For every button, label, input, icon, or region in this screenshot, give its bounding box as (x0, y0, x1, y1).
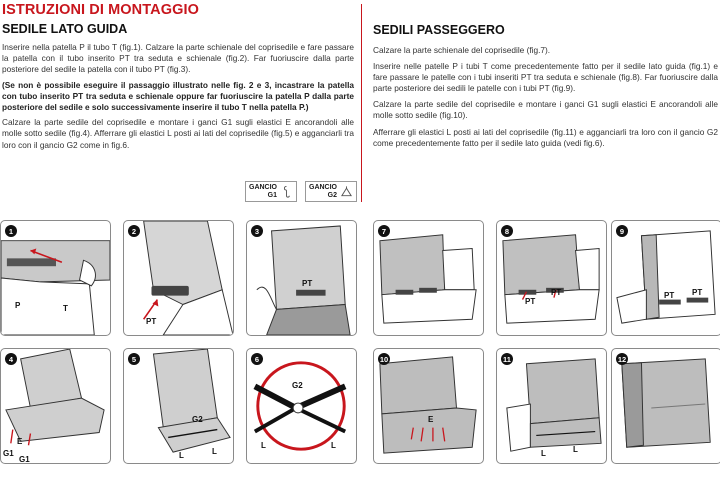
fig1-illustration (1, 240, 110, 335)
figure-2: 2 PT (123, 220, 234, 336)
figure-number: 5 (128, 353, 140, 365)
fig4-illustration (5, 349, 105, 446)
figure-number: 9 (616, 225, 628, 237)
hook-label: GANCIO (309, 183, 337, 191)
label-l: L (179, 451, 184, 460)
fig9-illustration (616, 230, 716, 324)
passenger-paragraph-1: Calzare la parte schienale del coprisedi… (373, 45, 551, 55)
label-e: E (17, 437, 23, 446)
label-g1: G1 (19, 455, 30, 464)
figure-8: 8 PT PT (496, 220, 607, 336)
label-e: E (428, 415, 434, 424)
figure-number: 10 (378, 353, 390, 365)
fig12-illustration (621, 358, 711, 448)
label-l: L (331, 441, 336, 450)
figure-number: 6 (251, 353, 263, 365)
label-g2: G2 (192, 415, 203, 424)
label-l: L (573, 445, 578, 454)
figure-4: 4 E G1 G1 (0, 348, 111, 464)
figure-6: 6 G2 L L (246, 348, 357, 464)
figure-5: 5 G2 L L (123, 348, 234, 464)
figure-12: 12 (611, 348, 720, 464)
figure-9: 9 PT PT (611, 220, 720, 336)
section-heading-driver: SEDILE LATO GUIDA (2, 22, 128, 36)
figure-10: 10 E (373, 348, 484, 464)
figure-3: 3 PT (246, 220, 357, 336)
hook-g2-icon (341, 185, 352, 196)
passenger-paragraph-2: Inserire nelle patelle P i tubi T come p… (373, 61, 718, 94)
right-column: SEDILI PASSEGGERO Calzare la parte schie… (373, 22, 718, 154)
left-column: SEDILE LATO GUIDA Inserire nella patella… (2, 22, 354, 155)
figure-number: 2 (128, 225, 140, 237)
figure-number: 4 (5, 353, 17, 365)
hook-g1-icon (283, 185, 290, 198)
label-l: L (212, 447, 217, 456)
fig11-illustration (506, 358, 602, 452)
label-t: T (63, 304, 68, 313)
fig3-illustration (256, 225, 351, 335)
label-pt: PT (302, 279, 313, 288)
fig10-illustration (379, 356, 477, 454)
driver-paragraph-1: Inserire nella patella P il tubo T (fig.… (2, 42, 354, 75)
driver-paragraph-2: (Se non è possibile eseguire il passaggi… (2, 79, 354, 113)
label-g2: G2 (292, 381, 303, 390)
fig7-illustration (379, 234, 477, 324)
label-pt: PT (692, 288, 703, 297)
figure-number: 3 (251, 225, 263, 237)
figure-number: 12 (616, 353, 628, 365)
figure-11: 11 L L (496, 348, 607, 464)
hook-code: G2 (327, 191, 337, 199)
figure-number: 8 (501, 225, 513, 237)
label-l: L (261, 441, 266, 450)
hook-code: G1 (267, 191, 277, 199)
fig5-illustration (152, 349, 231, 453)
label-pt: PT (664, 291, 675, 300)
label-p: P (15, 301, 21, 310)
hook-label: GANCIO (249, 183, 277, 191)
fig2-illustration (142, 221, 233, 335)
figure-number: 11 (501, 353, 513, 365)
label-pt: PT (551, 288, 562, 297)
figure-number: 1 (5, 225, 17, 237)
driver-paragraph-3: Calzare la parte sedile del coprisedile … (2, 117, 354, 150)
page-title: ISTRUZIONI DI MONTAGGIO (2, 2, 199, 18)
fig6-illustration (253, 361, 347, 451)
figure-7: 7 (373, 220, 484, 336)
section-heading-passenger: SEDILI PASSEGGERO (373, 23, 505, 37)
passenger-paragraph-4: Afferrare gli elastici L posti ai lati d… (373, 126, 718, 148)
label-g1: G1 (3, 449, 14, 458)
fig8-illustration (502, 234, 600, 324)
label-pt: PT (525, 297, 536, 306)
label-pt: PT (146, 317, 157, 326)
figure-number: 7 (378, 225, 390, 237)
passenger-paragraph-3: Calzare la parte sedile del coprisedile … (373, 99, 718, 121)
label-l: L (541, 449, 546, 458)
column-divider (361, 4, 362, 202)
figure-1: 1 P T (0, 220, 111, 336)
